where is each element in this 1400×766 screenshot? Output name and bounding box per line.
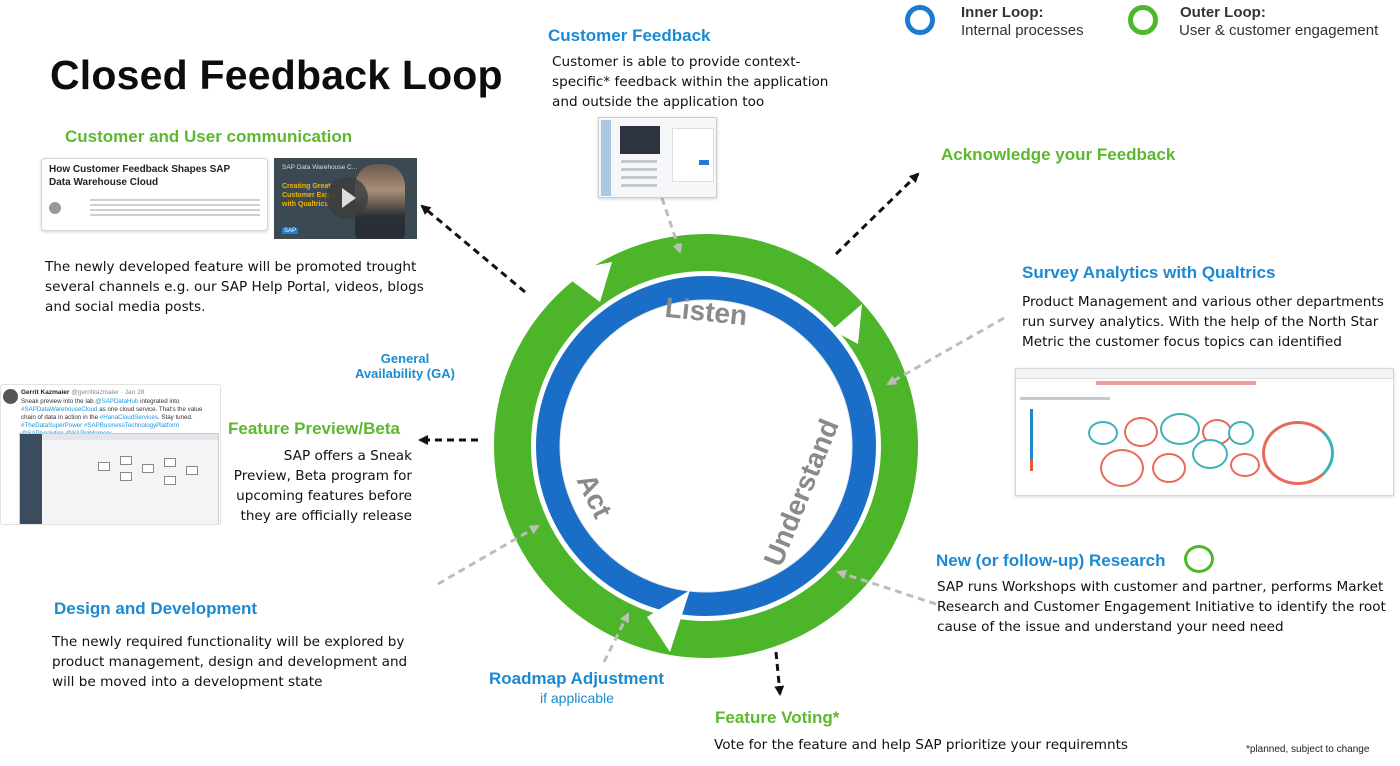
text-line: and outside the application too	[552, 94, 765, 110]
legend-outer-title: Outer Loop:	[1180, 4, 1266, 21]
text-line: run survey analytics. With the help of t…	[1022, 314, 1379, 330]
tweet-text-part: . Stay tuned.	[157, 414, 193, 421]
acknowledge-heading: Acknowledge your Feedback	[941, 145, 1176, 164]
text-line: Creating Great	[282, 183, 331, 190]
text-line: SAP runs Workshops with customer and par…	[937, 579, 1384, 595]
outer-loop-ring	[494, 234, 918, 658]
blog-post-title: How Customer Feedback Shapes SAP Data Wa…	[49, 164, 230, 188]
tweet-link[interactable]: #SAPDataWarehouseCloud	[21, 406, 98, 413]
avatar	[49, 202, 61, 214]
preview-text: SAP offers a Sneak Preview, Beta program…	[228, 446, 412, 526]
text-line: Vote for the feature and help SAP priori…	[714, 737, 1129, 753]
customer-feedback-text: Customer is able to provide context- spe…	[552, 52, 852, 112]
outer-loop-legend-icon	[1128, 5, 1158, 35]
text-line: Customer is able to provide context-	[552, 54, 801, 70]
ring-notch-right	[832, 304, 862, 344]
arrow-customer-feedback	[660, 197, 683, 254]
roadmap-heading: Roadmap Adjustment	[489, 669, 665, 688]
text-line: Product Management and various other dep…	[1022, 294, 1384, 310]
text-line: will be moved into a development state	[52, 674, 323, 690]
research-heading: New (or follow-up) Research	[936, 551, 1166, 570]
design-text: The newly required functionality will be…	[52, 632, 452, 692]
text-line: Research and Customer Engagement Initiat…	[937, 599, 1386, 615]
tweet-handle: @gerritkazmaier · Jan 28	[71, 389, 145, 396]
text-line: specific* feedback within the applicatio…	[552, 74, 829, 90]
text-line: cause of the issue and understand your n…	[937, 619, 1284, 635]
survey-dashboard-screenshot	[1015, 368, 1394, 496]
text-line: Availability (GA)	[355, 366, 455, 381]
text-line: Metric the customer focus topics can ide…	[1022, 334, 1342, 350]
text-line: upcoming features before	[236, 488, 412, 504]
tweet-link[interactable]: #HanaCloudServices	[99, 414, 158, 421]
tweet-text-part: integrated into	[138, 398, 180, 405]
voting-heading: Feature Voting*	[715, 708, 840, 727]
text-line: several channels e.g. our SAP Help Porta…	[45, 279, 424, 295]
ring-notch-bottom	[647, 590, 690, 652]
text-line: Preview, Beta program for	[233, 468, 412, 484]
legend-inner-subtitle: Internal processes	[961, 22, 1084, 39]
arrow-acknowledge	[834, 172, 920, 256]
tweet-text: Sneak preview into the lab @SAPDataHub i…	[21, 398, 217, 438]
arrow-voting	[774, 651, 785, 696]
text-line: Customer Exp...	[282, 192, 336, 199]
video-title: SAP Data Warehouse C...	[282, 164, 358, 171]
tweet-link[interactable]: @SAPDataHub	[95, 398, 139, 405]
roadmap-subheading: if applicable	[540, 690, 614, 706]
arrow-communication	[420, 204, 526, 294]
arrow-research	[836, 569, 937, 606]
ring-notch-top-left	[560, 262, 612, 302]
arrow-design	[437, 524, 540, 586]
inner-loop-legend-icon	[905, 5, 935, 35]
legend-outer-subtitle: User & customer engagement	[1179, 22, 1379, 39]
arrow-roadmap	[602, 612, 630, 663]
tweet-text-part: as one cloud service. That's the value c…	[21, 406, 203, 421]
ga-label: General Availability (GA)	[345, 351, 465, 381]
text-line: General	[380, 351, 430, 366]
play-icon[interactable]	[326, 177, 368, 219]
text-line: The newly developed feature will be prom…	[45, 259, 417, 275]
voting-text: Vote for the feature and help SAP priori…	[714, 735, 1174, 755]
design-heading: Design and Development	[54, 599, 258, 618]
text-line: product management, design and developme…	[52, 654, 408, 670]
blog-post-thumbnail[interactable]: How Customer Feedback Shapes SAP Data Wa…	[41, 158, 268, 231]
video-thumbnail[interactable]: SAP Data Warehouse C... Creating Great C…	[274, 158, 417, 239]
text-line: The newly required functionality will be…	[52, 634, 405, 650]
tweet-embedded-screenshot	[19, 433, 219, 524]
tweet-author: Gerrit Kazmaier	[21, 389, 70, 396]
customer-feedback-heading: Customer Feedback	[548, 26, 711, 45]
preview-heading: Feature Preview/Beta	[228, 419, 400, 438]
communication-text: The newly developed feature will be prom…	[45, 257, 445, 317]
text-line: SAP offers a Sneak	[283, 448, 412, 464]
legend-inner-title: Inner Loop:	[961, 4, 1044, 21]
tweet-screenshot: Gerrit Kazmaier @gerritkazmaier · Jan 28…	[0, 384, 221, 525]
text-line: and social media posts.	[45, 299, 206, 315]
survey-heading: Survey Analytics with Qualtrics	[1022, 263, 1276, 282]
inner-loop-ring	[536, 276, 876, 616]
survey-text: Product Management and various other dep…	[1022, 292, 1392, 352]
footnote: *planned, subject to change	[1246, 744, 1370, 755]
tweet-text-part: Sneak preview into the lab	[21, 398, 96, 405]
sap-logo: SAP	[282, 228, 299, 234]
communication-heading: Customer and User communication	[65, 127, 353, 146]
page-title: Closed Feedback Loop	[50, 52, 503, 98]
outer-loop-marker-icon	[1184, 545, 1214, 573]
research-text: SAP runs Workshops with customer and par…	[937, 577, 1397, 637]
tweet-header: Gerrit Kazmaier @gerritkazmaier · Jan 28	[21, 389, 144, 396]
video-caption: Creating Great Customer Exp... with Qual…	[282, 182, 335, 209]
arrow-survey	[886, 316, 1005, 386]
avatar	[3, 389, 18, 404]
text-line: with Qualtrics	[282, 201, 329, 208]
feedback-app-screenshot	[598, 117, 717, 198]
text-line: they are officially release	[240, 508, 412, 524]
